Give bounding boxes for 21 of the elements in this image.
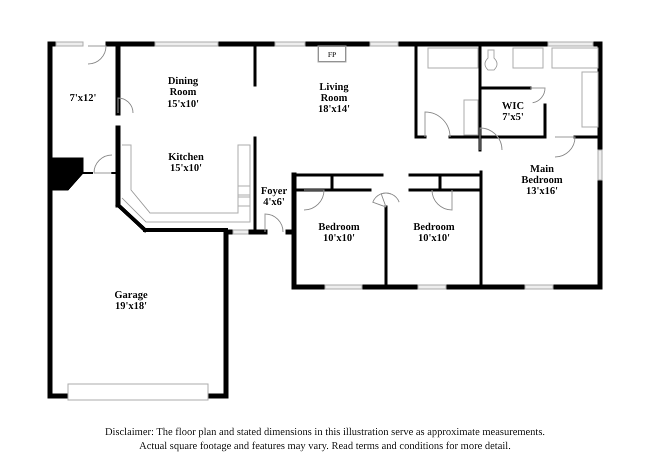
room-size: 15'x10'	[166, 99, 200, 110]
room-name: Foyer	[260, 186, 288, 197]
room-size: 18'x14'	[316, 104, 352, 115]
room-name: Kitchen	[167, 152, 205, 163]
room-size: 19'x18'	[114, 301, 148, 312]
room-size: 10'x10'	[416, 233, 452, 244]
room-name: Garage	[113, 290, 149, 301]
room-name: WIC	[500, 101, 526, 112]
fireplace-box	[318, 46, 346, 62]
room-size: 15'x10'	[168, 163, 204, 174]
room-size: 4'x6'	[262, 197, 286, 208]
room-name: Dining Room	[166, 76, 200, 98]
disclaimer-text: Disclaimer: The floor plan and stated dimensions in this illustration serve as approximate measurements. Actual square footage and features may vary. Read terms and conditions for more detail.	[104, 426, 546, 454]
room-size: 13'x16'	[524, 186, 560, 197]
room-size: 7'x5'	[501, 112, 525, 123]
room-name: Main Bedroom	[520, 164, 564, 186]
room-size: 7'x12'	[68, 93, 98, 104]
room-size: 10'x10'	[322, 233, 356, 244]
room-name: Bedroom	[317, 222, 361, 233]
room-name: Living Room	[318, 82, 350, 104]
room-name: Bedroom	[412, 222, 456, 233]
